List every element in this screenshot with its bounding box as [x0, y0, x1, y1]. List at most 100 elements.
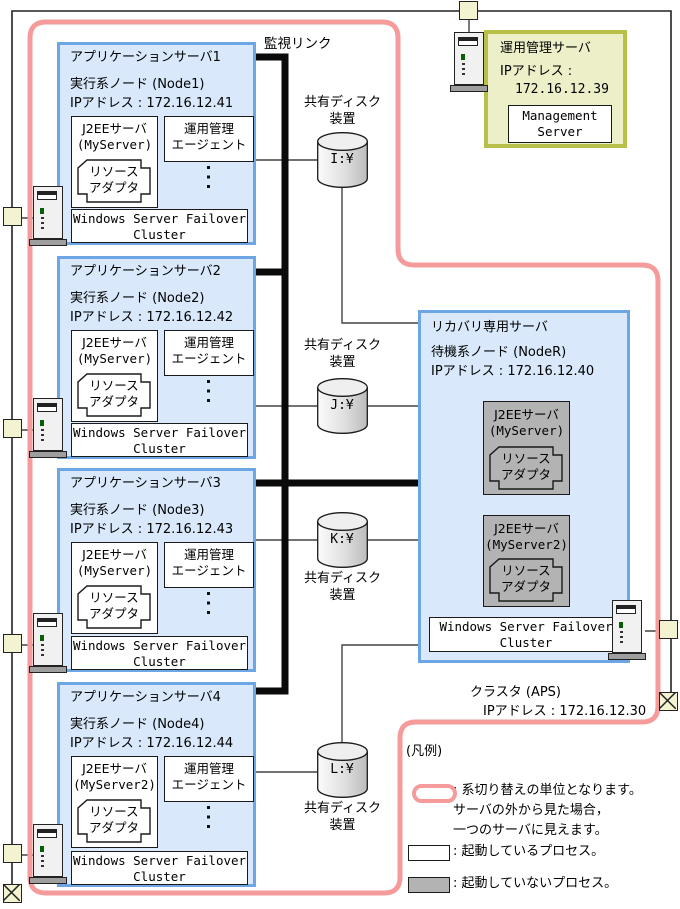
app-server-title: アプリケーションサーバ1: [70, 50, 221, 65]
disk-name-k: K:¥: [330, 532, 354, 547]
network-frame-line: [11, 10, 672, 884]
resource-adapter-label-line2: アダプタ: [500, 579, 551, 594]
disk-name-l: L:¥: [330, 762, 354, 777]
mgmt-agent-box: 運用管理 エージェント: [164, 116, 254, 162]
tower-body: [454, 32, 484, 85]
legend-running-process-icon: [408, 845, 450, 861]
tower-body: [33, 398, 63, 451]
stopped-j2ee-server-box-1: J2EEサーバ (MyServer) リソース アダプタ: [483, 401, 570, 495]
legend-line: 一つのサーバに見えます。: [453, 823, 608, 838]
j2ee-name: (MyServer2): [73, 777, 156, 792]
legend-stopped-process-icon: [408, 877, 450, 893]
resource-adapter-shape: [77, 159, 151, 203]
wsfc-box: Windows Server Failover Cluster: [71, 636, 248, 670]
shared-disk-label-l: 共有ディスク 装置: [292, 800, 393, 834]
ellipsis-dots-icon: [207, 166, 210, 189]
shared-disk-label-line2: 装置: [329, 355, 356, 370]
management-product-line2: Server: [537, 124, 583, 139]
wsfc-label-line2: Cluster: [133, 869, 186, 884]
disk-name-j: J:¥: [330, 398, 354, 413]
resource-adapter-label-line1: リソース: [89, 590, 139, 605]
j2ee-server-box: J2EEサーバ (MyServer2) リソース アダプタ: [71, 756, 158, 848]
network-terminator-icon: [3, 884, 22, 903]
resource-adapter-shape: [77, 799, 151, 843]
j2ee-label: J2EEサーバ: [82, 761, 147, 776]
ellipsis-dots-icon: [207, 592, 210, 615]
resource-adapter: リソース アダプタ: [489, 446, 563, 490]
resource-adapter: リソース アダプタ: [77, 799, 151, 843]
tower-base: [29, 239, 67, 246]
shared-disk-label-i: 共有ディスク 装置: [292, 94, 393, 128]
app-server-box-3: アプリケーションサーバ3 実行系ノード (Node3) IPアドレス : 172…: [57, 468, 256, 672]
legend-item-stopped-text: : 起動していないプロセス。: [453, 874, 617, 894]
j2ee-label: J2EEサーバ: [494, 521, 559, 536]
management-server-title: 運用管理サーバ: [500, 41, 591, 56]
wsfc-label-line1: Windows Server Failover: [439, 619, 613, 634]
legend-item-cluster-text: : 系切り替えの単位となります。 サーバの外から見た場合， 一つのサーバに見えま…: [453, 781, 642, 841]
resource-adapter: リソース アダプタ: [77, 373, 151, 417]
mgmt-agent-label-line1: 運用管理: [183, 761, 234, 776]
server-tower-icon-app1: [29, 186, 67, 247]
network-tap-icon: [659, 620, 678, 639]
j2ee-name: (MyServer): [488, 423, 565, 438]
monitor-link-line: [256, 53, 420, 695]
server-tower-icon-app3: [29, 613, 67, 674]
network-terminator-icon: [659, 692, 678, 711]
resource-adapter-label-line2: アダプタ: [88, 180, 139, 195]
server-tower-icon-app4: [29, 824, 67, 885]
wsfc-label-line1: Windows Server Failover: [72, 211, 247, 226]
app-server-title: アプリケーションサーバ4: [70, 690, 221, 705]
recovery-server-ip: IPアドレス : 172.16.12.40: [431, 364, 595, 379]
j2ee-server-box: J2EEサーバ (MyServer) リソース アダプタ: [71, 330, 158, 422]
mgmt-agent-label-line1: 運用管理: [183, 335, 234, 350]
j2ee-name: (MyServer): [76, 563, 153, 578]
tower-body: [612, 600, 642, 653]
cluster-name-label: クラスタ (APS): [470, 685, 562, 700]
management-product-line1: Management: [522, 108, 598, 123]
resource-adapter-label-line2: アダプタ: [88, 394, 139, 409]
mgmt-agent-box: 運用管理 エージェント: [164, 756, 254, 802]
j2ee-label: J2EEサーバ: [82, 335, 147, 350]
recovery-server-node: 待機系ノード (NodeR): [431, 345, 567, 360]
j2ee-name: (MyServer): [76, 351, 153, 366]
disk-cylinder-i: [317, 132, 368, 188]
wsfc-label-line2: Cluster: [133, 441, 186, 456]
resource-adapter: リソース アダプタ: [489, 558, 563, 602]
cluster-boundary: [27, 19, 661, 896]
legend-line: : 起動しているプロセス。: [453, 844, 605, 859]
wsfc-box: Windows Server Failover Cluster: [429, 617, 623, 652]
shared-disk-label-line2: 装置: [329, 818, 356, 833]
wsfc-label-line1: Windows Server Failover: [72, 638, 247, 653]
wsfc-box: Windows Server Failover Cluster: [71, 423, 248, 457]
shared-disk-label-line1: 共有ディスク: [303, 801, 382, 816]
resource-adapter-shape: [489, 446, 563, 490]
shared-disk-label-line2: 装置: [329, 112, 356, 127]
resource-adapter: リソース アダプタ: [77, 159, 151, 203]
legend-line: : 系切り替えの単位となります。: [453, 783, 642, 798]
app-server-ip: IPアドレス : 172.16.12.44: [70, 736, 234, 751]
shared-disk-label-line2: 装置: [329, 588, 356, 603]
app-server-node: 実行系ノード (Node1): [70, 77, 205, 92]
resource-adapter-shape: [489, 558, 563, 602]
legend-heading: (凡例): [406, 744, 443, 759]
server-tower-icon-app2: [29, 398, 67, 459]
j2ee-name: (MyServer): [76, 137, 153, 152]
network-tap-icon: [3, 419, 22, 438]
management-server-box: 運用管理サーバ IPアドレス : 172.16.12.39 Management…: [484, 30, 627, 148]
legend-item-running-text: : 起動しているプロセス。: [453, 842, 604, 862]
resource-adapter: リソース アダプタ: [77, 585, 151, 629]
j2ee-server-box: J2EEサーバ (MyServer) リソース アダプタ: [71, 542, 158, 634]
network-tap-icon: [459, 1, 478, 20]
cluster-ip-label: IPアドレス : 172.16.12.30: [483, 704, 647, 719]
resource-adapter-label-line1: リソース: [501, 451, 551, 466]
network-tap-icon: [3, 207, 22, 226]
mgmt-agent-label-line2: エージェント: [171, 563, 247, 578]
resource-adapter-label-line2: アダプタ: [88, 606, 139, 621]
resource-adapter-label-line1: リソース: [89, 804, 139, 819]
j2ee-label: J2EEサーバ: [82, 547, 147, 562]
ellipsis-dots-icon: [207, 380, 210, 403]
tower-base: [608, 653, 646, 660]
shared-disk-label-j: 共有ディスク 装置: [292, 337, 393, 371]
j2ee-server-box: J2EEサーバ (MyServer) リソース アダプタ: [71, 116, 158, 208]
